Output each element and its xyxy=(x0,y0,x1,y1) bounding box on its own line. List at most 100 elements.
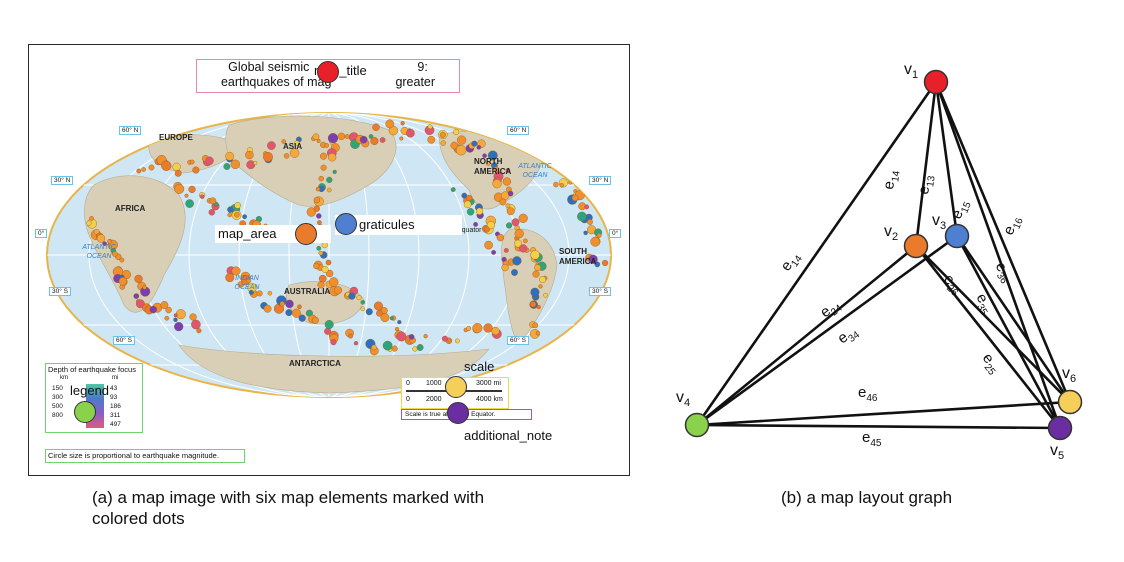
earthquake-dot-84 xyxy=(329,277,339,287)
earthquake-dot-280 xyxy=(454,338,460,344)
earthquake-dot-156 xyxy=(506,207,515,216)
graticules-dot xyxy=(335,213,357,235)
edge-e26 xyxy=(915,245,1071,403)
vertex-label-v3-sub: 3 xyxy=(940,220,946,232)
label-europe: EUROPE xyxy=(159,133,193,142)
earthquake-dot-186 xyxy=(532,322,539,329)
vertex-label-v1-sub: 1 xyxy=(912,69,918,81)
legend-mi-values: 43 93 186 311 497 xyxy=(110,384,121,429)
edge-e15 xyxy=(934,81,1062,429)
earthquake-dot-98 xyxy=(376,309,383,317)
edge-label-e14a: e xyxy=(880,180,898,191)
earthquake-dot-350 xyxy=(571,194,579,202)
earthquake-dot-275 xyxy=(412,346,418,352)
graph-edges xyxy=(695,81,1072,430)
earthquake-dot-48 xyxy=(320,152,328,160)
earthquake-dot-272 xyxy=(382,340,393,351)
earthquake-dot-235 xyxy=(231,266,241,276)
annotation-legend-label: legend xyxy=(70,383,110,398)
svg-text:v1: v1 xyxy=(904,61,918,81)
legend-km-3: 500 xyxy=(52,403,63,410)
earthquake-dot-94 xyxy=(365,308,373,316)
legend-title: Depth of earthquake focus xyxy=(48,365,136,374)
caption-a-line2: colored dots xyxy=(92,509,185,528)
earthquake-dot-284 xyxy=(472,323,483,334)
earthquake-dot-100 xyxy=(380,313,390,322)
svg-text:e16: e16 xyxy=(1000,213,1026,239)
earthquake-dot-2 xyxy=(148,164,155,171)
earthquake-dot-1 xyxy=(141,167,146,172)
earthquake-dot-330 xyxy=(483,226,490,233)
earthquake-dot-79 xyxy=(318,274,327,283)
legend-mi-4: 497 xyxy=(110,421,121,428)
earthquake-dot-230 xyxy=(189,313,197,321)
earthquake-dot-368 xyxy=(601,259,609,267)
earthquake-dot-121 xyxy=(427,124,433,130)
legend-km-2: 300 xyxy=(52,394,63,401)
earthquake-dot-57 xyxy=(315,186,321,192)
edge-e25 xyxy=(914,245,1062,429)
earthquake-dot-26 xyxy=(267,141,276,150)
earthquake-dot-109 xyxy=(368,134,374,139)
map-title-line2-end: greater xyxy=(395,75,436,89)
earthquake-dot-304 xyxy=(227,206,234,213)
edge-label-e15-sub: 15 xyxy=(959,200,974,215)
earthquake-dot-153 xyxy=(499,198,507,206)
scale-row1-mid: 1000 xyxy=(426,380,442,387)
earthquake-dot-51 xyxy=(332,169,337,174)
earthquake-dot-223 xyxy=(165,306,172,314)
vertex-label-v2-sub: 2 xyxy=(892,231,898,243)
legend-mi-0: 43 xyxy=(110,385,118,392)
earthquake-dot-266 xyxy=(348,333,353,339)
graticule-tag-30s-right: 30° S xyxy=(589,287,611,296)
additional-note-dot xyxy=(447,402,469,424)
legend-km-4: 800 xyxy=(52,412,63,419)
earthquake-dot-171 xyxy=(530,250,540,260)
earthquake-dot-64 xyxy=(317,220,322,225)
earthquake-dot-18 xyxy=(230,159,241,170)
earthquake-dot-195 xyxy=(102,241,107,246)
earthquake-dot-157 xyxy=(506,222,513,229)
earthquake-dot-286 xyxy=(483,323,493,333)
earthquake-dot-49 xyxy=(327,152,337,162)
earthquake-dot-122 xyxy=(427,135,436,144)
label-australia: AUSTRALIA xyxy=(284,287,331,296)
earthquake-dot-139 xyxy=(487,150,498,161)
earthquake-dot-245 xyxy=(256,290,263,297)
earthquake-dot-334 xyxy=(491,249,496,255)
earthquake-dot-75 xyxy=(325,259,332,266)
earthquake-dot-25 xyxy=(263,152,273,162)
earthquake-dot-140 xyxy=(486,161,491,166)
earthquake-dot-250 xyxy=(285,299,294,309)
earthquake-dot-52 xyxy=(318,175,324,182)
earthquake-dot-287 xyxy=(491,326,500,336)
edge-e45 xyxy=(696,423,1061,430)
earthquake-dot-263 xyxy=(330,339,337,346)
legend-unit-mi: mi xyxy=(112,375,119,381)
graticule-tag-0-left: 0° xyxy=(35,229,48,238)
label-atlantic-ne: ATLANTIC OCEAN xyxy=(518,163,552,179)
edge-label-e13-sub: 13 xyxy=(925,175,938,188)
svg-text:v2: v2 xyxy=(884,223,898,243)
earthquake-dot-92 xyxy=(356,295,362,301)
earthquake-dot-224 xyxy=(160,301,169,309)
earthquake-dot-60 xyxy=(306,207,317,217)
earthquake-dot-17 xyxy=(225,151,235,161)
label-equator: Equator xyxy=(457,227,482,234)
earthquake-dot-247 xyxy=(263,304,272,313)
earthquake-dot-183 xyxy=(529,301,537,308)
earthquake-dot-367 xyxy=(588,254,598,264)
earthquake-dot-252 xyxy=(279,301,285,307)
earthquake-dot-6 xyxy=(161,160,172,171)
edge-e35 xyxy=(955,235,1062,429)
earthquake-dot-315 xyxy=(450,187,456,193)
earthquake-dot-61 xyxy=(313,205,320,212)
earthquake-dot-116 xyxy=(399,136,404,141)
earthquake-dot-37 xyxy=(324,143,330,148)
earthquake-dot-81 xyxy=(317,281,325,289)
legend-dot xyxy=(74,401,96,423)
earthquake-dot-123 xyxy=(440,140,446,146)
earthquake-dot-218 xyxy=(136,299,145,309)
earthquake-dot-340 xyxy=(501,264,509,272)
edge-e36 xyxy=(955,235,1072,403)
